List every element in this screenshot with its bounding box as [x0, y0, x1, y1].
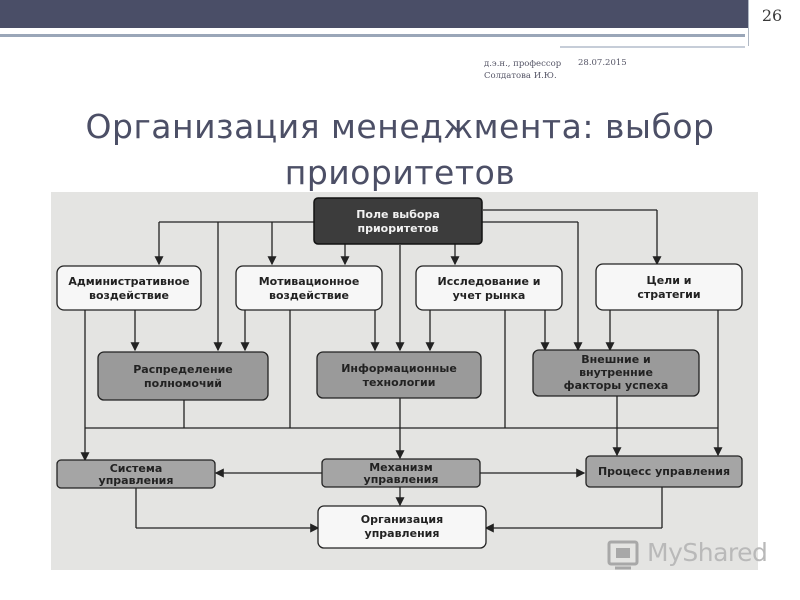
- author-line-1: д.э.н., профессор: [484, 59, 562, 69]
- node-distribution-line-1: Распределение: [133, 363, 233, 376]
- node-motiv-line-2: воздействие: [269, 289, 349, 302]
- slide-date: 28.07.2015: [578, 58, 627, 68]
- watermark-text: MyShared: [647, 538, 768, 567]
- node-distribution-line-2: полномочий: [144, 377, 222, 390]
- watermark-logo-icon: [607, 540, 639, 570]
- node-admin-line-2: воздействие: [89, 289, 169, 302]
- node-research: Исследование и учет рынка: [415, 265, 563, 311]
- slide-title: Организация менеджмента: выбор приоритет…: [85, 107, 715, 192]
- node-org-line-2: управления: [365, 527, 440, 540]
- node-org: Организация управления: [317, 505, 487, 549]
- node-goals-line-2: стратегии: [637, 288, 700, 301]
- node-admin: Административное воздействие: [56, 265, 202, 311]
- node-priorities: Поле выбора приоритетов: [313, 197, 483, 245]
- node-goals: Цели и стратегии: [595, 263, 743, 311]
- node-system-line-1: Система: [110, 462, 163, 475]
- author-info: д.э.н., профессор Солдатова И.Ю.: [484, 58, 561, 82]
- page-number: 26: [761, 6, 783, 25]
- node-it: Информационные технологии: [316, 351, 482, 399]
- header-rule: [0, 34, 745, 37]
- node-it-line-1: Информационные: [341, 362, 457, 375]
- node-mechanism-line-2: управления: [364, 473, 439, 486]
- node-research-line-2: учет рынка: [453, 289, 526, 302]
- node-mechanism-line-1: Механизм: [369, 461, 433, 474]
- node-goals-line-1: Цели и: [647, 274, 692, 287]
- node-priorities-line-1: Поле выбора: [356, 208, 440, 221]
- node-factors-line-2: внутренние: [579, 366, 653, 379]
- node-mechanism: Механизм управления: [321, 458, 481, 488]
- node-process: Процесс управления: [585, 455, 743, 488]
- node-motiv-line-1: Мотивационное: [259, 275, 360, 288]
- node-process-line-1: Процесс управления: [598, 465, 730, 478]
- node-motiv: Мотивационное воздействие: [235, 265, 383, 311]
- node-org-line-1: Организация: [361, 513, 443, 526]
- page-number-box: [748, 0, 800, 46]
- node-factors-line-3: факторы успеха: [564, 379, 669, 392]
- node-research-line-1: Исследование и: [438, 275, 541, 288]
- node-it-line-2: технологии: [363, 376, 436, 389]
- top-bar: [0, 0, 800, 28]
- node-system-line-2: управления: [99, 474, 174, 487]
- node-system: Система управления: [56, 459, 216, 489]
- node-factors-line-1: Внешние и: [581, 353, 650, 366]
- node-factors: Внешние и внутренние факторы успеха: [532, 349, 700, 397]
- header-rule-secondary: [560, 46, 745, 48]
- node-distribution: Распределение полномочий: [97, 351, 269, 401]
- node-priorities-line-2: приоритетов: [357, 222, 438, 235]
- node-admin-line-1: Административное: [68, 275, 189, 288]
- author-line-2: Солдатова И.Ю.: [484, 71, 557, 81]
